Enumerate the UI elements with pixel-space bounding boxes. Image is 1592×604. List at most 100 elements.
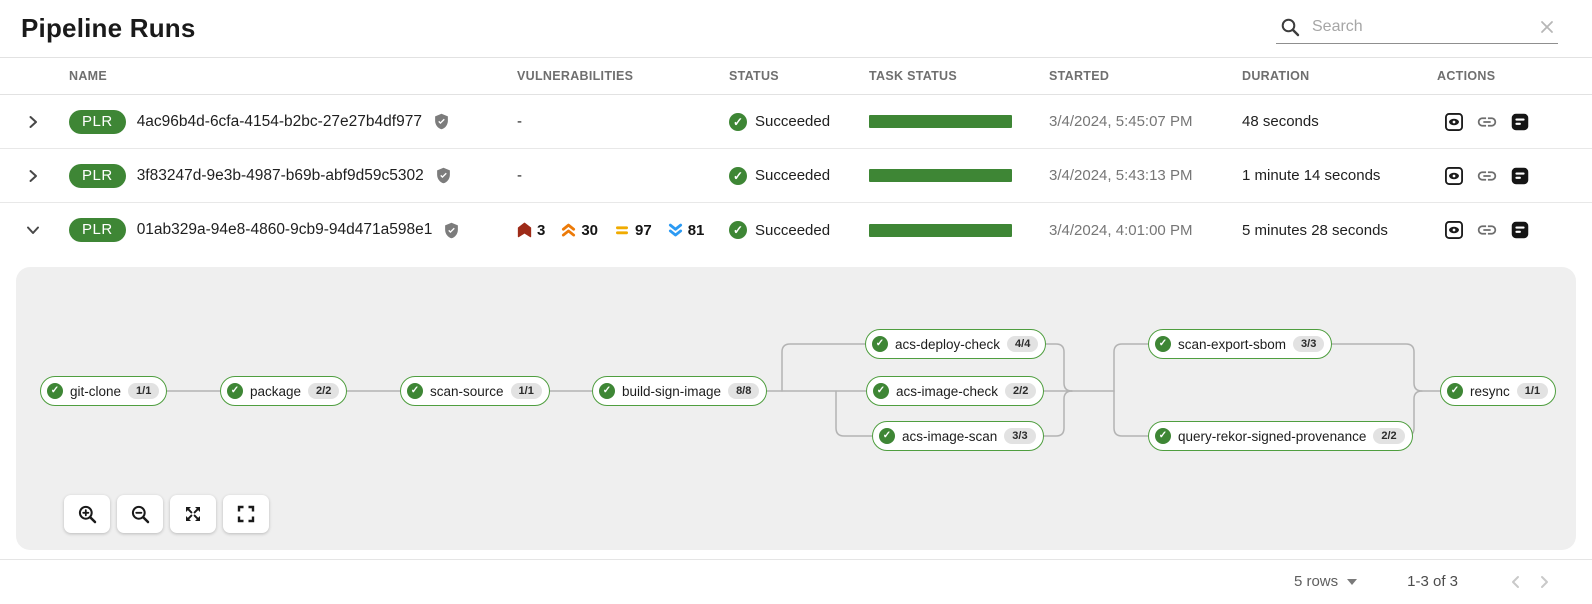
collapse-row-button[interactable]	[21, 218, 45, 242]
rows-per-page-label: 5 rows	[1293, 573, 1339, 590]
task-step-count: 1/1	[510, 383, 542, 399]
previous-page-button[interactable]	[1502, 568, 1530, 596]
vulnerabilities-cell: -	[517, 167, 522, 184]
column-header-name: NAME	[69, 69, 108, 83]
task-step-count: 1/1	[128, 383, 160, 399]
task-node-package[interactable]: ✓ package 2/2	[220, 376, 348, 406]
fit-to-screen-button[interactable]	[170, 495, 216, 533]
medium-severity: 97	[614, 222, 652, 239]
task-node-acs-image-scan[interactable]: ✓ acs-image-scan 3/3	[872, 421, 1044, 451]
view-output-icon[interactable]	[1442, 110, 1466, 134]
task-step-count: 1/1	[1516, 383, 1549, 399]
task-name: acs-image-check	[896, 383, 999, 399]
task-node-resync[interactable]: ✓ resync 1/1	[1440, 376, 1557, 406]
column-header-status: STATUS	[729, 69, 779, 83]
task-name: query-rekor-signed-provenance	[1178, 428, 1367, 444]
medium-severity-icon	[614, 222, 630, 238]
task-success-icon: ✓	[873, 383, 889, 399]
task-node-scan-export-sbom[interactable]: ✓ scan-export-sbom 3/3	[1148, 329, 1333, 359]
table-row: PLR 01ab329a-94e8-4860-9cb9-94d471a598e1…	[0, 203, 1592, 257]
task-name: package	[250, 383, 302, 399]
plr-badge: PLR	[69, 109, 126, 134]
task-node-git-clone[interactable]: ✓ git-clone 1/1	[40, 376, 168, 406]
high-severity: 30	[561, 222, 598, 239]
low-severity: 81	[668, 221, 705, 239]
vulnerabilities-cell: -	[517, 113, 522, 130]
task-success-icon: ✓	[879, 428, 895, 444]
duration-cell: 48 seconds	[1242, 113, 1319, 130]
zoom-in-button[interactable]	[64, 495, 110, 533]
caret-down-icon	[1347, 578, 1358, 585]
zoom-out-button[interactable]	[117, 495, 163, 533]
task-success-icon: ✓	[47, 383, 63, 399]
fullscreen-icon	[236, 504, 256, 524]
started-cell: 3/4/2024, 4:01:00 PM	[1049, 221, 1193, 239]
status-cell: ✓ Succeeded	[729, 221, 869, 239]
next-page-button[interactable]	[1530, 568, 1558, 596]
actions-cell	[1437, 164, 1592, 188]
fullscreen-button[interactable]	[223, 495, 269, 533]
task-step-count: 8/8	[728, 383, 760, 399]
task-success-icon: ✓	[1447, 383, 1463, 399]
clear-search-icon[interactable]	[1538, 18, 1556, 36]
critical-severity: 3	[517, 222, 545, 239]
task-step-count: 3/3	[1293, 336, 1325, 352]
view-logs-icon[interactable]	[1508, 164, 1532, 188]
column-header-duration: DURATION	[1242, 69, 1310, 83]
task-success-icon: ✓	[1155, 428, 1171, 444]
task-step-count: 2/2	[1373, 428, 1405, 444]
task-success-icon: ✓	[227, 383, 243, 399]
expand-row-button[interactable]	[21, 110, 45, 134]
task-name: build-sign-image	[622, 383, 722, 399]
task-status-bar	[869, 115, 1012, 128]
status-cell: ✓ Succeeded	[729, 112, 869, 131]
task-success-icon: ✓	[1155, 336, 1171, 352]
view-logs-icon[interactable]	[1508, 110, 1532, 134]
pipeline-run-name: 4ac96b4d-6cfa-4154-b2bc-27e27b4df977	[136, 112, 422, 130]
link-icon[interactable]	[1475, 164, 1499, 188]
task-step-count: 3/3	[1004, 428, 1036, 444]
view-logs-icon[interactable]	[1508, 218, 1532, 242]
column-header-started: STARTED	[1049, 69, 1110, 83]
task-success-icon: ✓	[872, 336, 888, 352]
task-status-bar	[869, 223, 1012, 237]
view-output-icon[interactable]	[1442, 218, 1466, 242]
task-success-icon: ✓	[407, 383, 423, 399]
signed-shield-icon	[433, 112, 450, 131]
signed-shield-icon	[435, 166, 452, 185]
success-status-icon: ✓	[729, 166, 747, 185]
search-input[interactable]	[1312, 18, 1538, 36]
table-footer: 5 rows 1-3 of 3	[0, 559, 1592, 603]
task-node-build-sign-image[interactable]: ✓ build-sign-image 8/8	[592, 376, 768, 406]
page-header: Pipeline Runs	[0, 0, 1592, 57]
task-step-count: 2/2	[308, 383, 340, 399]
low-count: 81	[687, 221, 705, 239]
column-header-vulnerabilities: VULNERABILITIES	[517, 69, 634, 83]
plr-badge: PLR	[69, 163, 126, 188]
duration-cell: 1 minute 14 seconds	[1242, 167, 1381, 184]
fit-to-screen-icon	[183, 504, 203, 524]
status-cell: ✓ Succeeded	[729, 166, 869, 185]
search-icon	[1280, 17, 1300, 37]
task-node-acs-image-check[interactable]: ✓ acs-image-check 2/2	[866, 376, 1045, 406]
view-output-icon[interactable]	[1442, 164, 1466, 188]
critical-count: 3	[537, 221, 546, 239]
high-severity-icon	[561, 222, 576, 238]
task-node-scan-source[interactable]: ✓ scan-source 1/1	[400, 376, 550, 406]
page-title: Pipeline Runs	[21, 13, 196, 43]
link-icon[interactable]	[1475, 110, 1499, 134]
medium-count: 97	[635, 221, 652, 239]
link-icon[interactable]	[1475, 218, 1499, 242]
pipeline-run-name: 01ab329a-94e8-4860-9cb9-94d471a598e1	[136, 221, 433, 238]
column-header-actions: ACTIONS	[1437, 69, 1496, 83]
started-cell: 3/4/2024, 5:43:13 PM	[1049, 167, 1193, 184]
zoom-in-icon	[77, 504, 98, 525]
expand-row-button[interactable]	[21, 164, 45, 188]
pagination-range: 1-3 of 3	[1407, 573, 1458, 590]
task-name: git-clone	[70, 383, 122, 399]
task-node-query-rekor-signed-provenance[interactable]: ✓ query-rekor-signed-provenance 2/2	[1148, 421, 1413, 451]
pipeline-visualization-panel: ✓ git-clone 1/1 ✓ package 2/2 ✓ scan-sou…	[16, 267, 1576, 550]
actions-cell	[1437, 110, 1592, 134]
task-node-acs-deploy-check[interactable]: ✓ acs-deploy-check 4/4	[865, 329, 1047, 359]
rows-per-page-select[interactable]: 5 rows	[1293, 573, 1358, 590]
